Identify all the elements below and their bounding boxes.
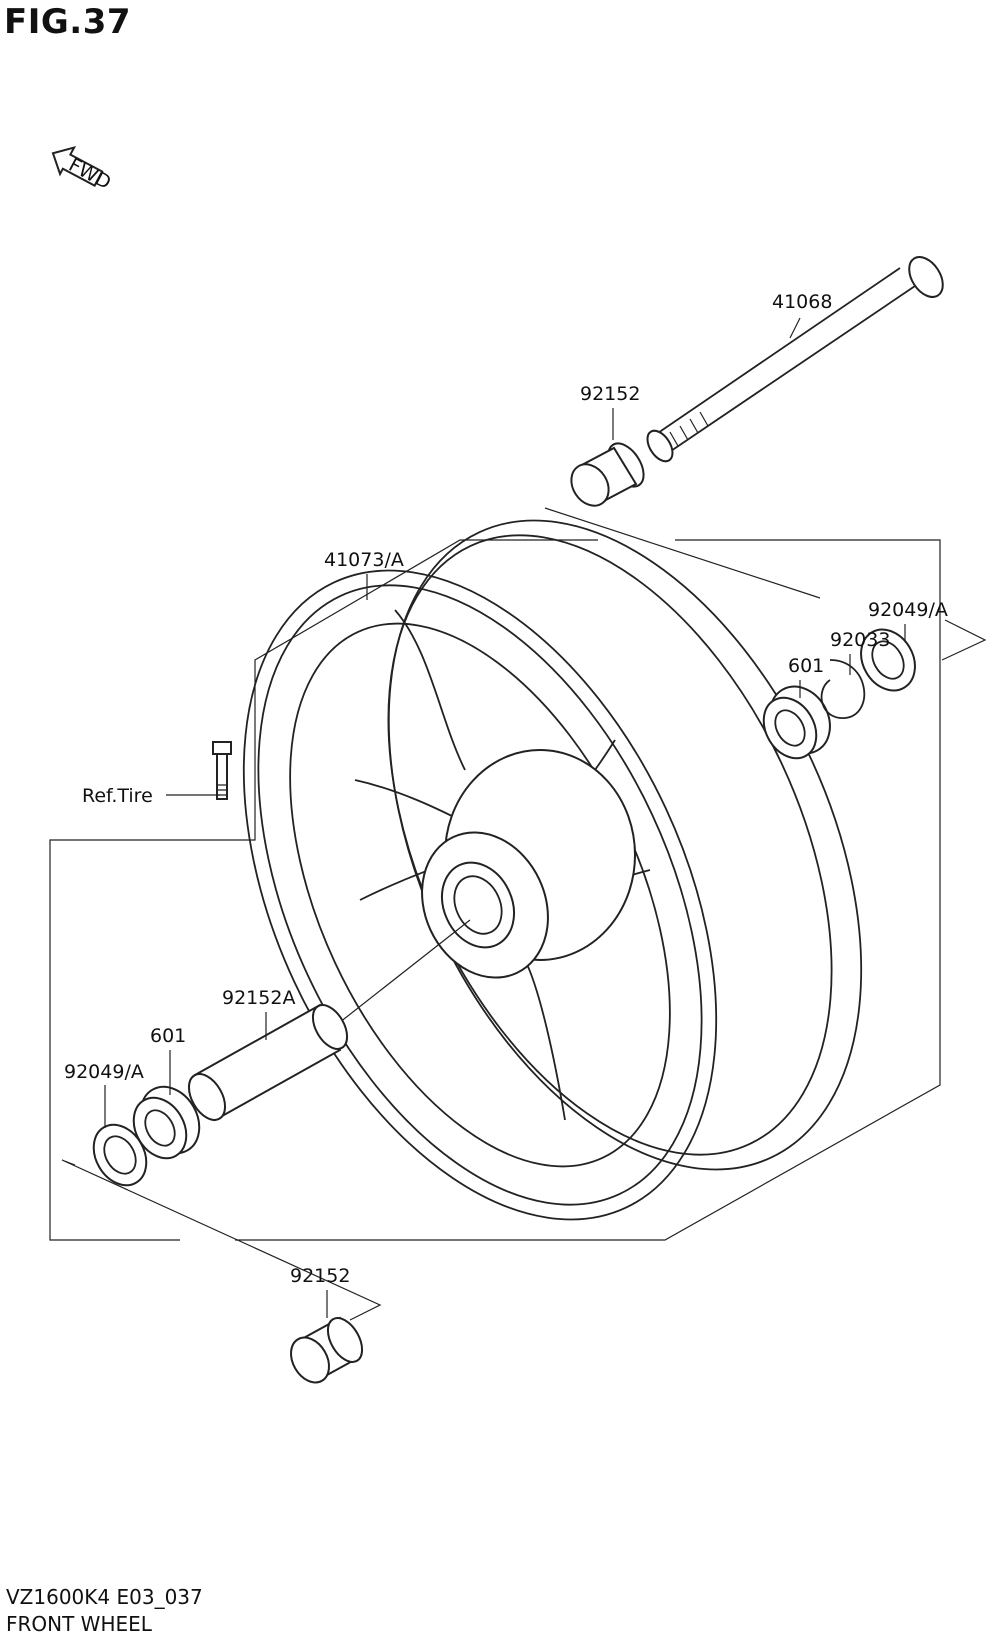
label-92152a: 92152A (222, 987, 295, 1009)
valve-stem-part (212, 741, 232, 800)
label-601-right: 601 (788, 655, 824, 677)
circlip-part (820, 659, 866, 719)
bearing-right-part (762, 685, 831, 760)
bearing-left-part (132, 1085, 201, 1160)
spacer-part (187, 919, 471, 1122)
seal-right-part (860, 628, 916, 692)
label-92152-top: 92152 (580, 383, 640, 405)
seal-left-part (92, 1123, 148, 1187)
label-41073a: 41073/A (324, 549, 404, 571)
collar-top-part (570, 442, 645, 507)
label-92049a-right: 92049/A (868, 599, 948, 621)
collar-bottom-part (290, 1316, 364, 1384)
leader-lines (104, 317, 906, 1318)
assembly-outline (49, 507, 987, 1321)
label-41068: 41068 (772, 291, 832, 313)
label-92033: 92033 (830, 629, 890, 651)
label-ref-tire: Ref.Tire (82, 785, 153, 807)
axle-part (646, 256, 944, 463)
section-name: FRONT WHEEL (6, 1612, 152, 1636)
figure-title: FIG.37 (4, 2, 132, 42)
label-92152-bottom: 92152 (290, 1265, 350, 1287)
label-92049a-left: 92049/A (64, 1061, 144, 1083)
fwd-label: FWD (65, 154, 114, 194)
forward-arrow-icon: FWD (51, 145, 114, 194)
label-601-left: 601 (150, 1025, 186, 1047)
model-code: VZ1600K4 E03_037 (6, 1585, 203, 1609)
wheel-part (242, 519, 863, 1221)
